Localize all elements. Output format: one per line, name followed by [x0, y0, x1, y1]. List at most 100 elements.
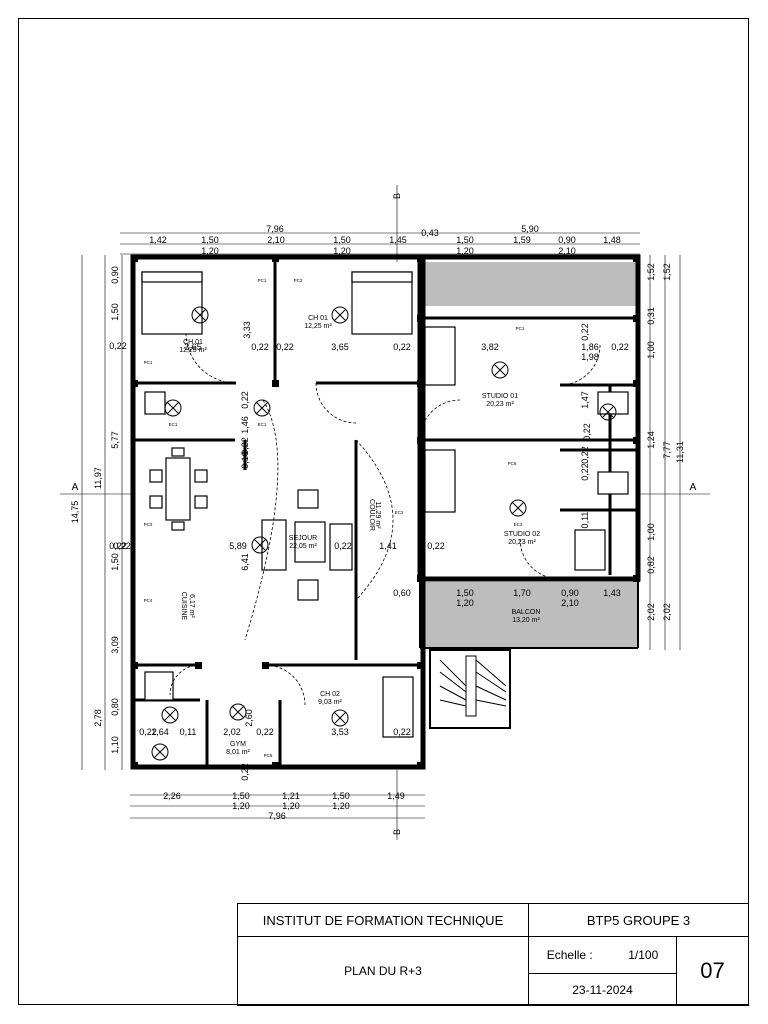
dim-left-r3: 5,77	[110, 431, 120, 449]
dim-int-28: 2,10	[561, 598, 579, 608]
dim-int-16: 5,89	[229, 541, 247, 551]
dim-left-r2: 0,22	[109, 341, 127, 351]
dim-right-top: 1,52	[662, 263, 672, 281]
dim-top-r1-2: 2,10	[267, 235, 285, 245]
room-name: CH 02	[320, 691, 340, 698]
columns	[131, 255, 640, 769]
room-area: 13,20 m²	[512, 617, 540, 624]
balcony-hatch	[425, 582, 637, 648]
dim-top-r1-8: 1,48	[603, 235, 621, 245]
dim-int-40: 1,47	[580, 391, 590, 409]
room-area: 8,01 m²	[226, 749, 250, 756]
dimension-labels: 7,96 5,90 0,43 1,42 1,50 2,10 1,50 1,45 …	[70, 193, 697, 835]
dim-int-30: 1,64	[151, 727, 169, 737]
dim-right-mid: 11,31	[675, 441, 685, 463]
dim-left-r8: 1,10	[110, 736, 120, 754]
room-area: 6,17 m²	[188, 594, 195, 618]
dim-left-r4: 0,22	[109, 541, 127, 551]
drawing-sheet-border	[18, 18, 749, 1005]
dim-int-41: 0,22	[580, 446, 590, 464]
room-name: COULOIR	[368, 499, 375, 531]
ec-symbol-label: EC2	[395, 510, 404, 515]
room-area: 12,25 m²	[304, 323, 332, 330]
room-name: GYM	[230, 741, 246, 748]
drawing-date: 23-11-2024	[528, 973, 677, 1006]
dim-bot-r1-0: 2,26	[163, 791, 181, 801]
pc-symbol-label: PC6	[508, 461, 517, 466]
electrical-symbols: PC1 PC2 PC1 PC1 PC3 PC4 PC6 PC5 EC1 EC1 …	[144, 278, 525, 758]
interior-walls	[133, 262, 638, 765]
section-mark-bottom: B	[392, 829, 402, 835]
dim-int-0: 3,65	[184, 342, 202, 352]
dim-left-r0: 0,90	[110, 266, 120, 284]
pc-symbol-label: PC1	[144, 360, 153, 365]
section-mark-left: A	[72, 482, 79, 493]
dim-int-8: 0,22	[611, 342, 629, 352]
ec-symbol-label: EC3	[514, 522, 523, 527]
dim-int-34: 3,53	[331, 727, 349, 737]
dim-top-r2-1: 1,20	[333, 246, 351, 256]
room-name: STUDIO 02	[504, 531, 540, 538]
dim-bot-r1-1: 1,50	[232, 791, 250, 801]
dim-int-38: 0,11	[580, 512, 590, 529]
dim-top-r2-3: 2,10	[558, 246, 576, 256]
dim-int-29: 0,22	[139, 727, 157, 737]
room-name: CUISINE	[180, 592, 187, 621]
dim-int-2: 3,33	[242, 321, 252, 339]
dim-top-r2-0: 1,20	[201, 246, 219, 256]
dim-top-r1-1: 1,50	[201, 235, 219, 245]
dim-int-27: 1,20	[456, 598, 474, 608]
section-mark-top: B	[392, 193, 402, 199]
dim-right-r6: 2,02	[646, 603, 656, 621]
dim-top-r1-5: 1,50	[456, 235, 474, 245]
dim-bot-r1-3: 1,50	[332, 791, 350, 801]
room-area: 20,23 m²	[486, 401, 514, 408]
dim-top-r1-3: 1,50	[333, 235, 351, 245]
dim-left-lower: 2,78	[93, 709, 103, 727]
pc-symbol-label: PC1	[258, 278, 267, 283]
dim-int-13: 0,22	[240, 437, 250, 455]
sheet-number: 07	[676, 936, 749, 1006]
dim-int-20: 0,22	[427, 541, 445, 551]
scale-box: Echelle : 1/100	[528, 936, 677, 974]
scale-value: 1/100	[628, 948, 659, 962]
scale-label: Echelle :	[546, 948, 593, 962]
dim-top-gap: 0,43	[421, 228, 439, 238]
dim-bot-r1-4: 1,49	[387, 791, 405, 801]
institute-name: INSTITUT DE FORMATION TECHNIQUE	[237, 903, 529, 937]
dim-int-33: 0,22	[256, 727, 274, 737]
dim-int-21: 0,22	[582, 423, 592, 441]
dim-right-bottom: 2,02	[662, 603, 672, 621]
dim-int-4: 3,65	[331, 342, 349, 352]
dim-left-r1: 1,50	[110, 303, 120, 321]
dim-int-5: 0,22	[393, 342, 411, 352]
dim-int-18: 6,41	[240, 553, 250, 571]
dim-left-sub: 11,97	[93, 467, 103, 489]
ec-symbol-label: EC1	[169, 422, 178, 427]
drawing-title: PLAN DU R+3	[237, 936, 529, 1006]
room-area: 11,29 m²	[374, 501, 381, 529]
room-labels: CH 01 12,25 m² CH 01 12,25 m² STUDIO 01 …	[179, 315, 540, 756]
dim-bot-r2-2: 1,20	[332, 801, 350, 811]
section-mark-right: A	[690, 482, 697, 493]
dim-int-9: 1,98	[581, 352, 599, 362]
dim-int-35: 0,22	[393, 727, 411, 737]
room-area: 20,23 m²	[508, 539, 536, 546]
dim-int-6: 3,82	[481, 342, 499, 352]
dim-left-r6: 3,09	[110, 636, 120, 654]
dim-right-r5: 0,82	[646, 556, 656, 574]
dim-int-19: 1,41	[379, 541, 397, 551]
room-name: SEJOUR	[289, 535, 317, 542]
dim-int-7: 1,86	[581, 342, 599, 352]
dim-top-r1-4: 1,45	[389, 235, 407, 245]
dim-top-total-left: 7,96	[266, 224, 284, 234]
dim-top-total-right: 5,90	[521, 224, 539, 234]
room-area: 9,03 m²	[318, 699, 342, 706]
light-fixtures	[151, 306, 617, 761]
title-block: INSTITUT DE FORMATION TECHNIQUE BTP5 GRO…	[237, 903, 749, 1006]
dim-right-r2: 1,00	[646, 341, 656, 359]
room-name: CH 01	[183, 339, 203, 346]
dim-int-11: 0,22	[240, 391, 250, 409]
dim-right-r4: 1,00	[646, 523, 656, 541]
